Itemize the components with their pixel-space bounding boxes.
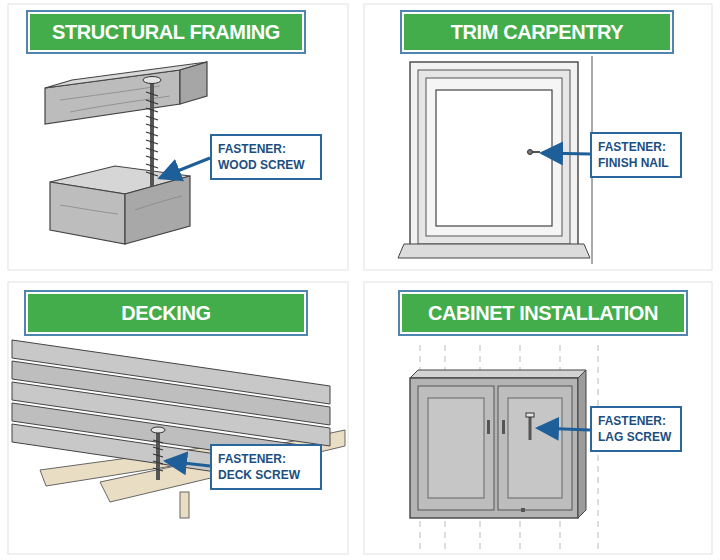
lag-screw-head — [526, 413, 534, 417]
cabinet-detail — [521, 508, 525, 512]
leader-arrow — [542, 153, 590, 154]
fastener-callout: FASTENER: FINISH NAIL — [590, 132, 682, 178]
cabinet-top — [410, 370, 586, 378]
cabinet-door — [498, 386, 572, 510]
header-text: CABINET INSTALLATION — [428, 302, 658, 325]
block-face — [50, 182, 125, 244]
screw-thread — [146, 92, 158, 176]
panel-border — [364, 4, 712, 270]
header-text: STRUCTURAL FRAMING — [52, 21, 280, 44]
window-glass — [436, 90, 552, 226]
panel-border — [8, 282, 348, 554]
callout-text: FASTENER: WOOD SCREW — [218, 141, 314, 173]
window-casing — [426, 78, 562, 236]
screw-head — [151, 427, 165, 433]
screw-head — [143, 77, 161, 84]
cabinet-side — [578, 370, 586, 518]
block-side — [125, 176, 190, 244]
fastener-callout: FASTENER: WOOD SCREW — [210, 134, 322, 180]
window-casing — [418, 70, 570, 244]
door-panel — [428, 398, 484, 498]
panel-border — [364, 282, 712, 554]
lag-screw — [529, 416, 532, 440]
screw-thread — [153, 440, 163, 471]
panel-border — [8, 4, 348, 270]
callout-text: FASTENER: LAG SCREW — [598, 413, 674, 445]
window-sill — [398, 244, 590, 258]
door-panel — [508, 398, 562, 498]
header-text: TRIM CARPENTRY — [451, 21, 624, 44]
leader-arrow — [538, 428, 590, 430]
nail-head — [528, 150, 533, 155]
fastener-callout: FASTENER: DECK SCREW — [210, 444, 322, 490]
joist-post — [180, 492, 189, 518]
cabinet-box — [410, 378, 578, 518]
door-handle — [487, 420, 490, 434]
section-header: TRIM CARPENTRY — [404, 14, 670, 50]
section-header: CABINET INSTALLATION — [402, 294, 684, 332]
leader-arrow — [160, 158, 210, 178]
header-text: DECKING — [121, 302, 210, 325]
fastener-callout: FASTENER: LAG SCREW — [590, 406, 682, 452]
section-header: STRUCTURAL FRAMING — [30, 14, 302, 50]
callout-text: FASTENER: DECK SCREW — [218, 451, 314, 483]
section-header: DECKING — [28, 294, 304, 332]
beam-end — [180, 62, 207, 104]
cabinet-door — [418, 386, 494, 510]
leader-arrow — [166, 461, 210, 466]
door-handle — [502, 420, 505, 434]
wood-grain — [60, 196, 182, 214]
callout-text: FASTENER: FINISH NAIL — [598, 139, 674, 171]
window-casing — [410, 62, 578, 252]
